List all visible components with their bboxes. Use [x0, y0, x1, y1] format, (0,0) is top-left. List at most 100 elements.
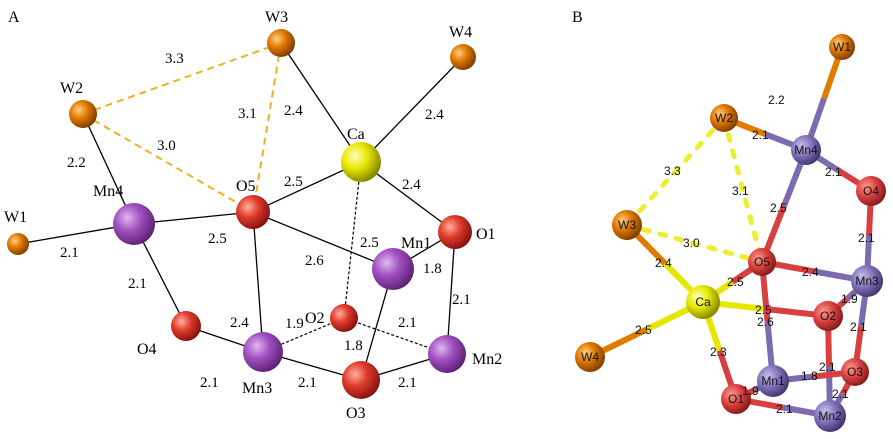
atom-w3	[612, 210, 642, 240]
atom-o2	[330, 304, 358, 332]
atom-label-ca: Ca	[347, 126, 365, 143]
hbond-w2-o5	[82, 113, 254, 213]
atom-label-mn1: Mn1	[401, 235, 431, 252]
atom-label-mn2: Mn2	[472, 351, 502, 368]
distance-label: 2.1	[200, 375, 219, 391]
distance-label: 2.1	[60, 245, 79, 261]
atom-label-w2: W2	[715, 111, 733, 125]
distance-label: 3.1	[732, 184, 749, 198]
atom-o1	[438, 215, 472, 249]
bond-w4-ca	[360, 56, 464, 163]
distance-label: 3.3	[664, 164, 681, 178]
atom-o1	[721, 384, 751, 414]
atom-label-w1: W1	[833, 40, 851, 54]
distance-label: 2.1	[128, 276, 147, 292]
panel-a-letter: A	[8, 9, 20, 26]
atom-w1	[7, 233, 29, 255]
atom-mn1	[372, 248, 414, 290]
atom-label-o5: O5	[236, 178, 256, 195]
distance-label: 2.4	[230, 315, 249, 331]
weak-bond-ca-o2	[343, 161, 362, 319]
hbond-w2-w3	[624, 115, 727, 228]
distance-label: 2.2	[768, 93, 785, 107]
atom-label-w3: W3	[618, 218, 636, 232]
distance-label: 3.1	[238, 106, 257, 122]
atom-o3	[841, 358, 869, 386]
atom-ca	[686, 285, 720, 319]
atom-label-mn3: Mn3	[242, 380, 272, 397]
distance-label: 2.5	[208, 231, 227, 247]
distance-label: 2.1	[452, 292, 471, 308]
atom-label-w4: W4	[449, 24, 472, 41]
distance-label: 2.1	[776, 402, 793, 416]
atom-label-o2: O2	[820, 309, 836, 323]
atom-label-ca: Ca	[695, 295, 711, 309]
atom-label-o3: O3	[346, 405, 366, 422]
atom-o4	[856, 176, 886, 206]
atom-mn3	[851, 265, 883, 297]
hbond-w3-o5	[252, 42, 282, 213]
bond-mn3-o5	[252, 211, 264, 353]
atom-o4	[171, 311, 201, 341]
distance-label: 2.4	[284, 103, 303, 119]
atom-w4	[575, 342, 605, 372]
distance-label: 1.9	[742, 384, 759, 398]
hbond-w2-o5	[721, 115, 765, 265]
atom-ca	[341, 142, 381, 182]
distance-label: 2.1	[850, 320, 867, 334]
atom-label-mn4: Mn4	[794, 143, 818, 157]
bond-w3-ca	[280, 42, 362, 163]
atom-label-o4: O4	[863, 184, 879, 198]
distance-label: 2.1	[398, 375, 417, 391]
distance-label: 1.9	[285, 316, 304, 332]
atom-w2	[69, 100, 97, 128]
atom-label-mn2: Mn2	[818, 409, 842, 423]
atom-label-o1: O1	[728, 392, 744, 406]
distance-label: 2.1	[819, 360, 836, 374]
atom-label-o2: O2	[305, 310, 325, 327]
distance-label: 2.5	[755, 303, 772, 317]
distance-label: 3.0	[683, 236, 700, 250]
atom-o5	[236, 195, 270, 229]
distance-label: 3.3	[165, 51, 184, 67]
atom-mn4	[113, 203, 155, 245]
distance-label: 2.3	[710, 345, 727, 359]
distance-label: 3.0	[157, 138, 176, 154]
panel-b-letter: B	[572, 9, 583, 26]
atom-w4	[450, 44, 476, 70]
atom-mn2	[814, 400, 846, 432]
atom-w1	[829, 34, 855, 60]
distance-label: 2.1	[298, 375, 317, 391]
distance-label: 2.1	[825, 165, 842, 179]
atom-label-o1: O1	[476, 226, 496, 243]
distance-label: 2.5	[360, 235, 379, 251]
atom-label-o5: O5	[754, 255, 770, 269]
distance-label: 2.4	[802, 265, 819, 279]
atom-o2	[813, 301, 843, 331]
atom-label-w2: W2	[60, 80, 83, 97]
atom-mn3	[243, 332, 283, 372]
distance-label: 2.1	[752, 128, 769, 142]
atom-label-w1: W1	[4, 209, 27, 226]
bond-o5-mn1	[252, 211, 394, 270]
atom-mn4	[791, 135, 821, 165]
atom-mn1	[757, 365, 789, 397]
distance-label: 2.2	[67, 155, 86, 171]
atom-label-mn4: Mn4	[93, 183, 123, 200]
atom-label-o4: O4	[137, 341, 157, 358]
atom-mn2	[428, 335, 466, 373]
atom-label-w4: W4	[581, 350, 599, 364]
distance-label: 2.5	[727, 275, 744, 289]
atom-o5	[748, 248, 776, 276]
distance-label: 1.8	[344, 338, 363, 354]
distance-label: 1.8	[423, 261, 442, 277]
atom-label-mn3: Mn3	[855, 274, 879, 288]
distance-label: 2.4	[425, 107, 444, 123]
atom-label-mn1: Mn1	[761, 374, 785, 388]
distance-label: 2.5	[770, 201, 787, 215]
distance-label: 2.1	[398, 315, 417, 331]
distance-label: 2.5	[284, 174, 303, 190]
distance-label: 2.1	[832, 387, 849, 401]
